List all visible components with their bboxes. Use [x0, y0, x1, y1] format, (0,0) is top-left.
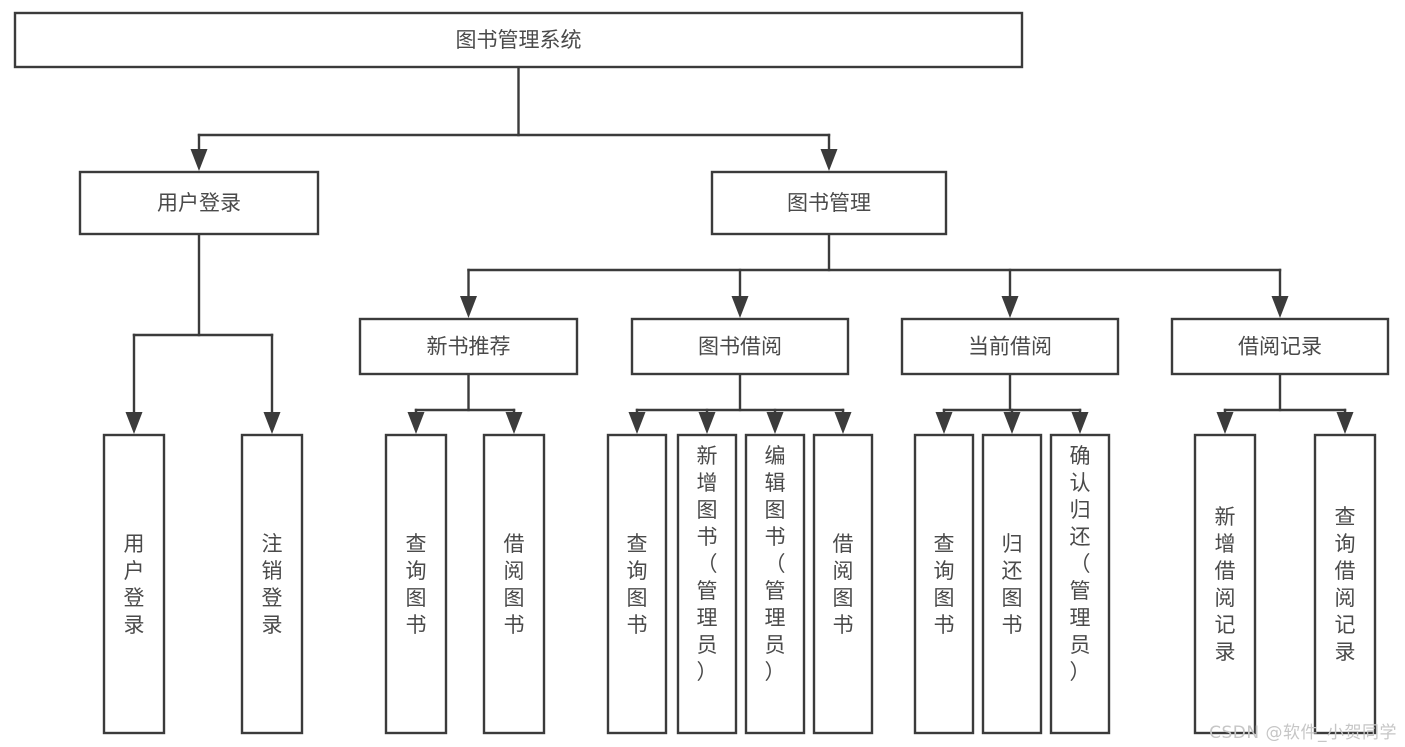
node-label-book-borrow: 图书借阅: [698, 335, 782, 359]
node-box-leaf-user-login[interactable]: [102, 433, 166, 735]
node-leaf-query-book-3[interactable]: 查询图书: [913, 433, 975, 735]
node-label-leaf-add-book: 新增图书（管理员）: [697, 444, 718, 684]
node-leaf-query-record[interactable]: 查询借阅记录: [1313, 433, 1377, 735]
node-label-new-book-rec: 新书推荐: [427, 335, 511, 359]
node-leaf-borrow-book-2[interactable]: 借阅图书: [812, 433, 874, 735]
node-label-leaf-user-login: 用户登录: [124, 532, 145, 637]
node-box-leaf-return-book[interactable]: [981, 433, 1043, 735]
node-label-leaf-query-book-3: 查询图书: [934, 532, 955, 637]
edge-group-book-manage: [460, 232, 1289, 318]
node-new-book-rec[interactable]: 新书推荐: [358, 317, 579, 376]
node-box-borrow-record[interactable]: [1170, 317, 1390, 376]
node-root[interactable]: 图书管理系统: [13, 11, 1024, 69]
node-leaf-user-login[interactable]: 用户登录: [102, 433, 166, 735]
node-label-leaf-query-book-2: 查询图书: [627, 532, 648, 637]
node-box-leaf-user-logout[interactable]: [240, 433, 304, 735]
node-box-user-login[interactable]: [78, 170, 320, 236]
node-label-leaf-query-book-1: 查询图书: [406, 532, 427, 637]
edges-layer: [125, 65, 1354, 434]
edge-group-book-borrow: [628, 372, 852, 434]
node-box-leaf-query-record[interactable]: [1313, 433, 1377, 735]
edge-group-current-borrow: [935, 372, 1089, 434]
node-box-leaf-edit-book[interactable]: [744, 433, 806, 735]
node-book-manage[interactable]: 图书管理: [710, 170, 948, 236]
edge-group-root: [190, 65, 838, 171]
node-box-current-borrow[interactable]: [900, 317, 1120, 376]
node-leaf-user-logout[interactable]: 注销登录: [240, 433, 304, 735]
node-leaf-query-book-2[interactable]: 查询图书: [606, 433, 668, 735]
node-label-root: 图书管理系统: [456, 28, 582, 52]
node-label-user-login: 用户登录: [157, 191, 241, 215]
node-leaf-query-book-1[interactable]: 查询图书: [384, 433, 448, 735]
node-box-leaf-query-book-2[interactable]: [606, 433, 668, 735]
edge-group-borrow-record: [1216, 372, 1354, 434]
node-leaf-add-book[interactable]: 新增图书（管理员）: [676, 433, 738, 735]
edge-group-new-book-rec: [407, 372, 523, 434]
node-box-leaf-query-book-3[interactable]: [913, 433, 975, 735]
node-label-leaf-edit-book: 编辑图书（管理员）: [765, 444, 786, 684]
node-box-leaf-borrow-book-2[interactable]: [812, 433, 874, 735]
node-leaf-borrow-book-1[interactable]: 借阅图书: [482, 433, 546, 735]
node-borrow-record[interactable]: 借阅记录: [1170, 317, 1390, 376]
node-label-leaf-borrow-book-2: 借阅图书: [833, 532, 854, 637]
node-box-root[interactable]: [13, 11, 1024, 69]
node-box-leaf-confirm-return[interactable]: [1049, 433, 1111, 735]
node-leaf-return-book[interactable]: 归还图书: [981, 433, 1043, 735]
node-box-leaf-query-book-1[interactable]: [384, 433, 448, 735]
node-label-leaf-return-book: 归还图书: [1002, 532, 1023, 637]
node-current-borrow[interactable]: 当前借阅: [900, 317, 1120, 376]
node-label-borrow-record: 借阅记录: [1238, 335, 1322, 359]
node-user-login[interactable]: 用户登录: [78, 170, 320, 236]
node-label-book-manage: 图书管理: [787, 191, 871, 215]
node-box-book-borrow[interactable]: [630, 317, 850, 376]
node-label-leaf-borrow-book-1: 借阅图书: [504, 532, 525, 637]
node-leaf-add-record[interactable]: 新增借阅记录: [1193, 433, 1257, 735]
node-label-leaf-add-record: 新增借阅记录: [1215, 505, 1236, 664]
node-label-leaf-query-record: 查询借阅记录: [1335, 505, 1356, 664]
node-box-leaf-add-book[interactable]: [676, 433, 738, 735]
node-leaf-edit-book[interactable]: 编辑图书（管理员）: [744, 433, 806, 735]
node-label-leaf-confirm-return: 确认归还（管理员）: [1070, 444, 1091, 684]
nodes-layer: 图书管理系统用户登录图书管理新书推荐图书借阅当前借阅借阅记录用户登录注销登录查询…: [13, 11, 1390, 735]
node-label-leaf-user-logout: 注销登录: [262, 532, 283, 637]
node-book-borrow[interactable]: 图书借阅: [630, 317, 850, 376]
node-leaf-confirm-return[interactable]: 确认归还（管理员）: [1049, 433, 1111, 735]
node-box-leaf-add-record[interactable]: [1193, 433, 1257, 735]
node-box-new-book-rec[interactable]: [358, 317, 579, 376]
edge-group-user-login: [125, 232, 281, 434]
node-box-leaf-borrow-book-1[interactable]: [482, 433, 546, 735]
node-box-book-manage[interactable]: [710, 170, 948, 236]
node-label-current-borrow: 当前借阅: [968, 335, 1052, 359]
